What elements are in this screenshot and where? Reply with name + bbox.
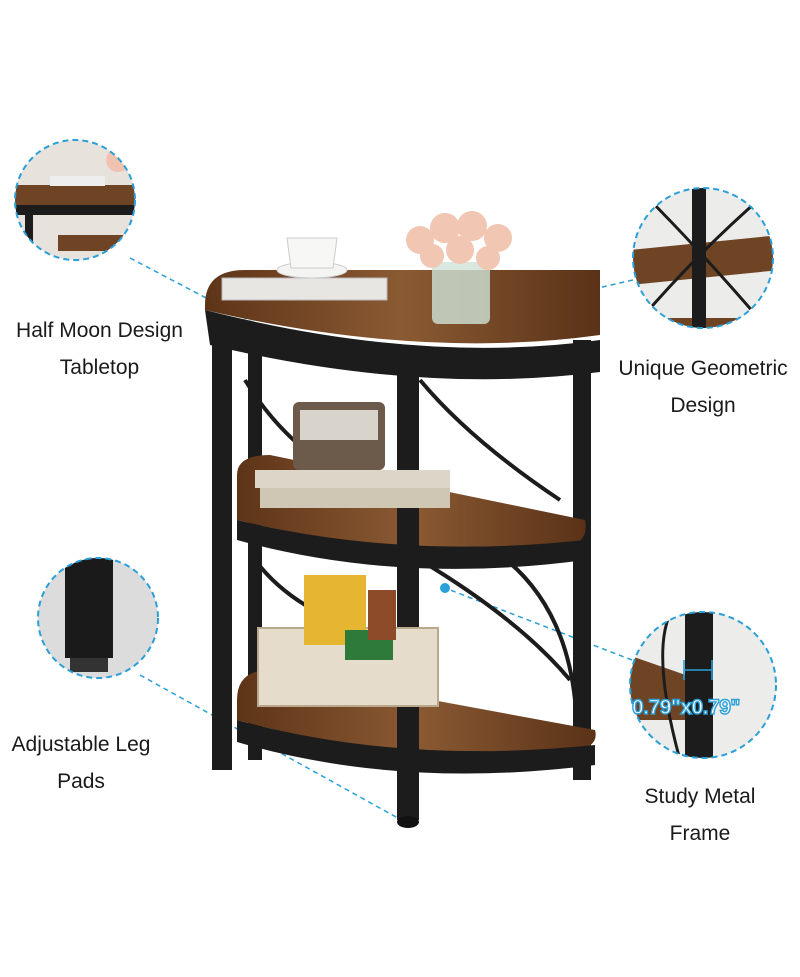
tube-dimension-label: 0.79"x0.79" [631, 695, 741, 719]
label-line: Half Moon Design [16, 319, 183, 342]
feature-label-tabletop: Half Moon Design Tabletop [2, 312, 197, 386]
label-line: Design [670, 394, 736, 417]
feature-label-leg-pads: Adjustable Leg Pads [0, 726, 162, 800]
label-line: Frame [669, 822, 731, 845]
width-dimension-icon [683, 660, 713, 680]
label-line: Adjustable Leg [11, 733, 151, 756]
label-line: Unique Geometric [618, 357, 788, 380]
label-line: Study Metal [644, 785, 756, 808]
label-line: Pads [57, 770, 105, 793]
feature-label-geometric: Unique Geometric Design [603, 350, 800, 424]
feature-label-frame: Study Metal Frame [620, 778, 780, 852]
label-line: Tabletop [59, 356, 140, 379]
